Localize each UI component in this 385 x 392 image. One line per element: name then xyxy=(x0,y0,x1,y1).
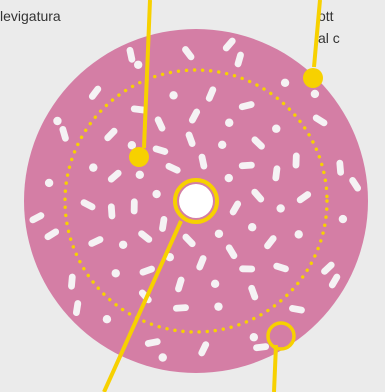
dust-hole xyxy=(107,203,116,220)
dust-hole xyxy=(336,159,345,176)
dust-hole xyxy=(152,145,169,155)
dust-hole xyxy=(248,284,259,301)
dust-hole xyxy=(53,116,62,126)
dust-hole xyxy=(214,302,223,311)
dust-hole xyxy=(44,178,54,188)
dust-hole xyxy=(182,46,195,61)
dust-hole xyxy=(249,333,259,342)
dust-hole xyxy=(238,161,255,170)
dust-hole xyxy=(152,189,161,199)
dust-hole xyxy=(328,273,341,289)
dust-hole xyxy=(188,108,201,124)
dust-hole xyxy=(280,78,290,88)
dust-hole xyxy=(218,140,227,150)
dust-hole xyxy=(247,223,257,232)
dust-hole xyxy=(182,233,196,248)
dust-hole xyxy=(310,89,320,99)
dust-hole xyxy=(238,101,255,111)
dust-hole xyxy=(292,152,300,169)
dust-hole xyxy=(273,262,289,273)
dust-hole xyxy=(175,276,185,293)
dust-hole xyxy=(169,91,178,100)
callout-dot-top-right xyxy=(303,68,323,88)
callout-ring-bottom xyxy=(266,321,296,351)
dust-hole xyxy=(276,204,285,213)
dust-hole xyxy=(338,214,348,224)
dust-hole xyxy=(264,235,277,250)
dust-hole xyxy=(321,261,335,275)
dust-hole xyxy=(130,198,138,215)
label-levigatura: levigatura xyxy=(0,8,61,24)
dotted-ring xyxy=(63,68,329,334)
dust-hole xyxy=(196,255,207,271)
dust-hole xyxy=(225,118,234,127)
dust-hole xyxy=(251,136,265,150)
center-highlight-ring xyxy=(173,178,219,224)
dust-hole xyxy=(144,338,161,347)
dust-hole xyxy=(59,125,69,142)
dust-hole xyxy=(272,124,281,133)
dust-hole xyxy=(210,279,220,289)
dust-hole xyxy=(198,153,208,170)
dust-hole xyxy=(88,85,102,100)
dust-hole xyxy=(224,173,233,183)
dust-hole xyxy=(239,265,256,273)
dust-hole xyxy=(185,131,196,147)
dust-hole xyxy=(296,191,312,204)
dust-hole xyxy=(89,163,98,172)
dust-hole xyxy=(80,199,96,211)
dust-hole xyxy=(29,212,45,224)
dust-hole xyxy=(133,60,143,69)
dust-hole xyxy=(294,230,303,239)
dust-hole xyxy=(107,169,122,183)
dust-hole xyxy=(289,305,305,314)
dust-hole xyxy=(139,265,155,276)
dust-hole xyxy=(135,170,145,179)
label-right-line-1: ott xyxy=(318,8,334,24)
callout-line-top-right xyxy=(312,0,322,68)
dust-hole xyxy=(68,273,76,290)
dust-hole xyxy=(253,343,270,352)
dust-hole xyxy=(138,230,153,243)
dust-hole xyxy=(126,46,136,63)
dust-hole xyxy=(205,86,217,102)
dust-hole xyxy=(312,114,328,127)
label-right-line-2: al c xyxy=(318,30,340,46)
dust-hole xyxy=(272,165,281,182)
dust-hole xyxy=(234,51,244,68)
dust-hole xyxy=(158,353,167,362)
dust-hole xyxy=(159,215,168,232)
callout-dot-top-left xyxy=(129,147,149,167)
dust-hole xyxy=(222,37,236,52)
dust-hole xyxy=(102,314,112,324)
dust-hole xyxy=(111,269,120,278)
dust-hole xyxy=(251,188,265,203)
dust-hole xyxy=(349,177,362,192)
dust-hole xyxy=(130,105,147,114)
dust-hole xyxy=(118,240,128,249)
dust-hole xyxy=(165,162,181,174)
dust-hole xyxy=(88,236,104,247)
dust-hole xyxy=(154,116,166,132)
callout-line-top-left xyxy=(142,0,152,149)
dust-hole xyxy=(214,229,224,238)
dust-hole xyxy=(72,300,82,317)
callout-line-center xyxy=(102,220,183,392)
dust-hole xyxy=(225,244,238,260)
center-hole xyxy=(179,184,213,218)
dust-hole xyxy=(44,228,60,241)
dust-hole xyxy=(104,127,118,142)
dust-hole xyxy=(127,141,137,150)
dust-holes xyxy=(29,37,362,362)
dust-hole xyxy=(229,200,242,216)
dust-hole xyxy=(198,341,210,357)
callout-line-bottom xyxy=(272,344,278,392)
dust-hole xyxy=(172,304,189,312)
